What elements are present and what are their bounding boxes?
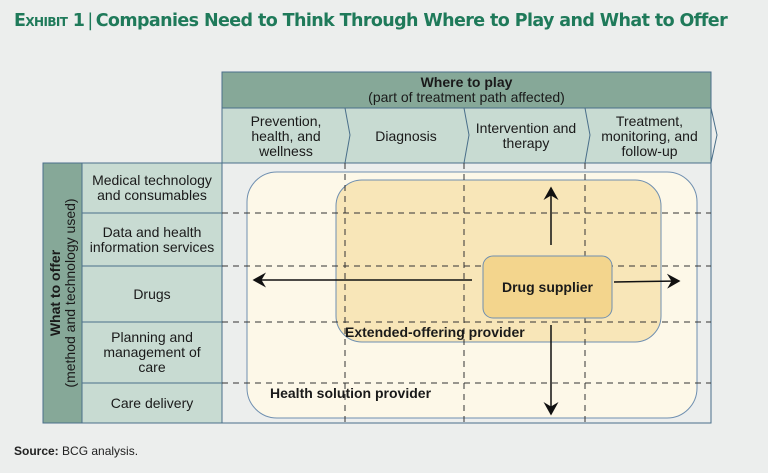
row-medtech: Medical technology and consumables (92, 172, 212, 203)
column-header-band (221, 107, 712, 164)
source-text: BCG analysis. (62, 444, 139, 458)
row-data: Data and health information services (89, 223, 215, 255)
extended-offering-label: Extended-offering provider (345, 323, 525, 340)
column-diagnosis: Diagnosis (375, 127, 437, 144)
grid-dashed-lines (222, 163, 711, 423)
health-solution-label: Health solution provider (270, 384, 432, 401)
what-subtitle: (method and technology used) (62, 198, 78, 388)
exhibit-number: Exhibit 1 (14, 11, 85, 31)
what-title: What to offer (47, 249, 63, 337)
drug-supplier-label: Drug supplier (501, 278, 593, 295)
where-subtitle: (part of treatment path affected) (368, 89, 565, 105)
where-header (221, 71, 712, 109)
chevron-dividers (344, 107, 718, 164)
drug-supplier-box (482, 255, 613, 319)
where-to-play-header: Where to play(part of treatment path aff… (222, 74, 711, 106)
column-prevention: Prevention, health, and wellness (250, 112, 322, 159)
what-header (42, 162, 83, 424)
row-care-delivery: Care delivery (110, 394, 194, 411)
row-header-band (81, 162, 223, 424)
where-title: Where to play (420, 74, 513, 90)
column-treatment: Treatment, monitoring, and follow-up (601, 112, 698, 159)
exhibit-title: Exhibit 1|Companies Need to Think Throug… (14, 10, 754, 33)
source-label: Source: (14, 444, 59, 458)
row-planning: Planning and management of care (103, 329, 201, 375)
title-separator: | (87, 11, 93, 31)
row-drugs: Drugs (133, 285, 171, 302)
title-text: Companies Need to Think Through Where to… (95, 11, 728, 31)
column-intervention: Intervention and therapy (475, 120, 577, 151)
expansion-arrows (252, 186, 681, 416)
source-note: Source: BCG analysis. (14, 444, 138, 458)
what-to-offer-header: What to offer(method and technology used… (44, 163, 82, 423)
